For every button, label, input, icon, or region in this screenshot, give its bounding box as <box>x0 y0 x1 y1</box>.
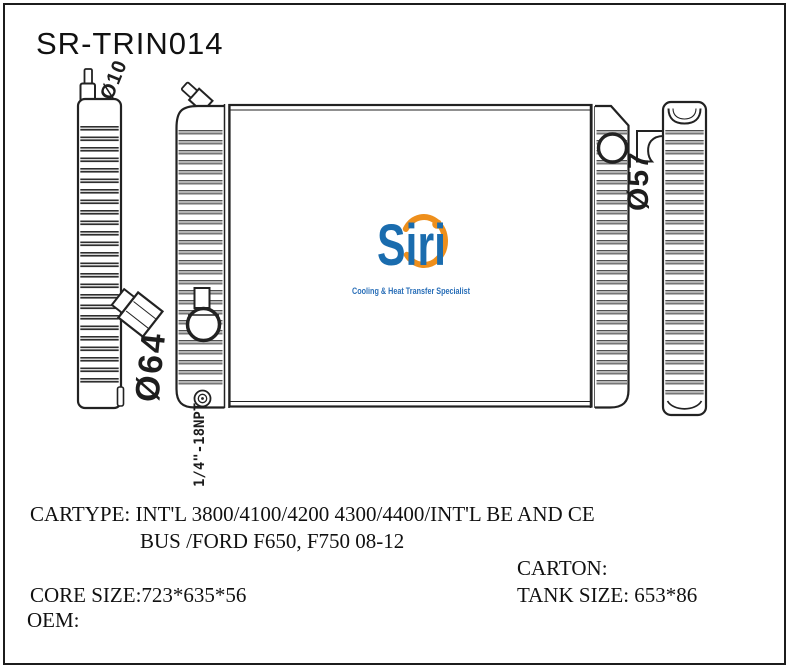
right-pipe-opening <box>596 132 629 164</box>
part-number-title: SR-TRIN014 <box>36 26 224 61</box>
dim-label-left-pipe: Ø64 <box>128 330 173 404</box>
left-tank-top-pipe <box>79 68 96 103</box>
logo-orange-swoosh <box>402 214 448 268</box>
spec-carton-label: CARTON: <box>517 556 608 580</box>
left-tank-side-view <box>76 68 165 410</box>
spec-core-size: CORE SIZE:723*635*56 <box>30 583 247 607</box>
radiator-technical-drawing: Ø10 Ø64 Ø57 1/4"-18NPT Siri Cooling & He… <box>76 57 708 487</box>
spec-oem-label: OEM: <box>27 608 80 632</box>
dim-label-right-pipe: Ø57 <box>622 151 655 211</box>
logo-brand-text: Siri <box>377 213 446 278</box>
spec-cartype-line2: BUS /FORD F650, F750 08-12 <box>140 529 405 553</box>
right-tank-pipe-side <box>636 130 664 163</box>
right-tank-fins <box>665 126 704 398</box>
left-tank-fins <box>80 124 119 386</box>
right-tank-top-slot <box>667 108 702 125</box>
left-tank-outlet-pipe <box>110 287 165 339</box>
radiator-right-strip-fins <box>596 127 627 387</box>
spec-tank-size: TANK SIZE: 653*86 <box>517 583 698 607</box>
radiator-left-strip-fins <box>178 125 223 387</box>
dim-label-drain-thread: 1/4"-18NPT <box>192 403 208 487</box>
siri-logo: Siri Cooling & Heat Transfer Specialist <box>352 213 470 296</box>
spec-cartype-line1: CARTYPE: INT'L 3800/4100/4200 4300/4400/… <box>30 502 595 526</box>
logo-orange-dot <box>432 219 442 229</box>
left-tank-bottom-tab <box>116 386 125 407</box>
right-tank-side-view <box>636 100 708 417</box>
logo-tagline: Cooling & Heat Transfer Specialist <box>352 286 470 296</box>
drain-plug <box>193 389 212 408</box>
right-tank-bottom-curve <box>666 400 703 410</box>
dim-label-top-left-pipe: Ø10 <box>96 57 132 103</box>
filler-neck-and-cap <box>185 287 222 343</box>
